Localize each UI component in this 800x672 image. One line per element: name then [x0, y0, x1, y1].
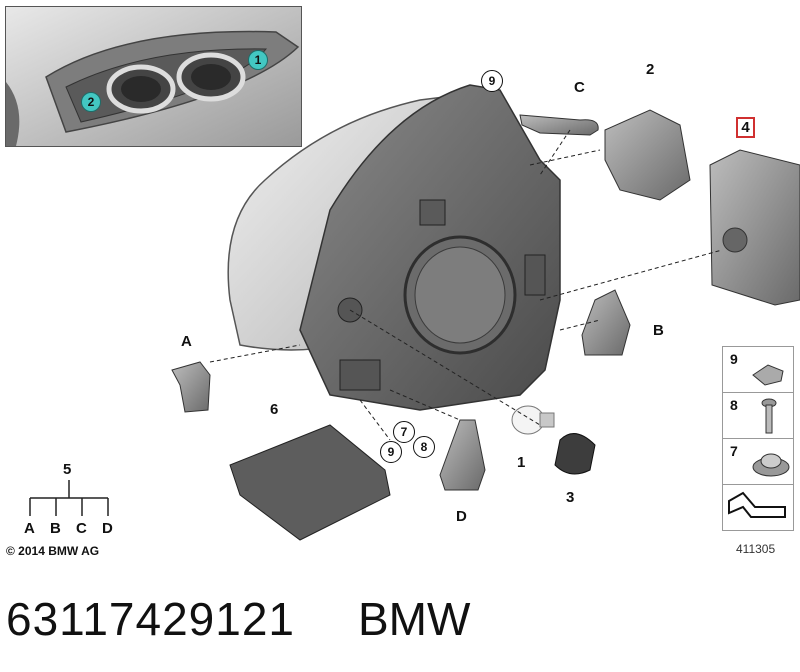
- inset-callout-2: 2: [81, 92, 101, 112]
- callout-6: 6: [270, 401, 279, 418]
- legend-num: 9: [730, 351, 738, 367]
- legend-cell-nut: 9: [722, 346, 794, 392]
- part-number: 63117429121: [6, 593, 295, 645]
- callout-b: B: [653, 322, 664, 339]
- tree-leaf-d: D: [102, 520, 113, 537]
- inset-car-drawing: [6, 7, 301, 146]
- inset-callout-1: 1: [248, 50, 268, 70]
- callout-d: D: [456, 508, 467, 525]
- part-c-bracket: [519, 114, 599, 136]
- part-d-bracket: [439, 419, 486, 491]
- clip-nut-icon: [752, 364, 784, 386]
- callout-7: 7: [393, 421, 415, 443]
- legend-cell-grommet: 7: [722, 438, 794, 484]
- legend-num: 8: [730, 397, 738, 413]
- brand-name: BMW: [358, 593, 471, 645]
- callout-1: 1: [517, 454, 526, 471]
- copyright-text: © 2014 BMW AG: [6, 544, 100, 558]
- grommet-icon: [752, 453, 790, 477]
- small-parts-legend: 9 8 7: [722, 346, 794, 531]
- tree-leaf-c: C: [76, 520, 87, 537]
- inset-headlight-view: 2 1: [5, 6, 302, 147]
- callout-9-top: 9: [481, 70, 503, 92]
- legend-num: 7: [730, 443, 738, 459]
- callout-3: 3: [566, 489, 575, 506]
- tree-leaf-b: B: [50, 520, 61, 537]
- part-3-socket: [554, 433, 596, 475]
- callout-4: 4: [736, 117, 755, 138]
- part-b-bracket: [581, 289, 631, 356]
- legend-cell-screw: 8: [722, 392, 794, 438]
- variant-tree: [29, 480, 109, 516]
- part-4-control-unit: [709, 149, 800, 306]
- callout-5: 5: [63, 461, 72, 478]
- seal-strip-icon: [728, 491, 786, 518]
- screw-icon: [761, 398, 777, 434]
- tree-leaf-a: A: [24, 520, 35, 537]
- part-2-module: [604, 109, 691, 201]
- diagram-id: 411305: [736, 542, 776, 556]
- legend-cell-seal: [722, 484, 794, 531]
- callout-c: C: [574, 79, 585, 96]
- part-a-bracket: [171, 361, 211, 413]
- callout-9-bottom: 9: [380, 441, 402, 463]
- part-1-bulb: [511, 405, 545, 435]
- leader-lines: [209, 129, 723, 441]
- callout-8: 8: [413, 436, 435, 458]
- part-6-cover: [229, 424, 391, 541]
- callout-2: 2: [646, 61, 655, 78]
- callout-a: A: [181, 333, 192, 350]
